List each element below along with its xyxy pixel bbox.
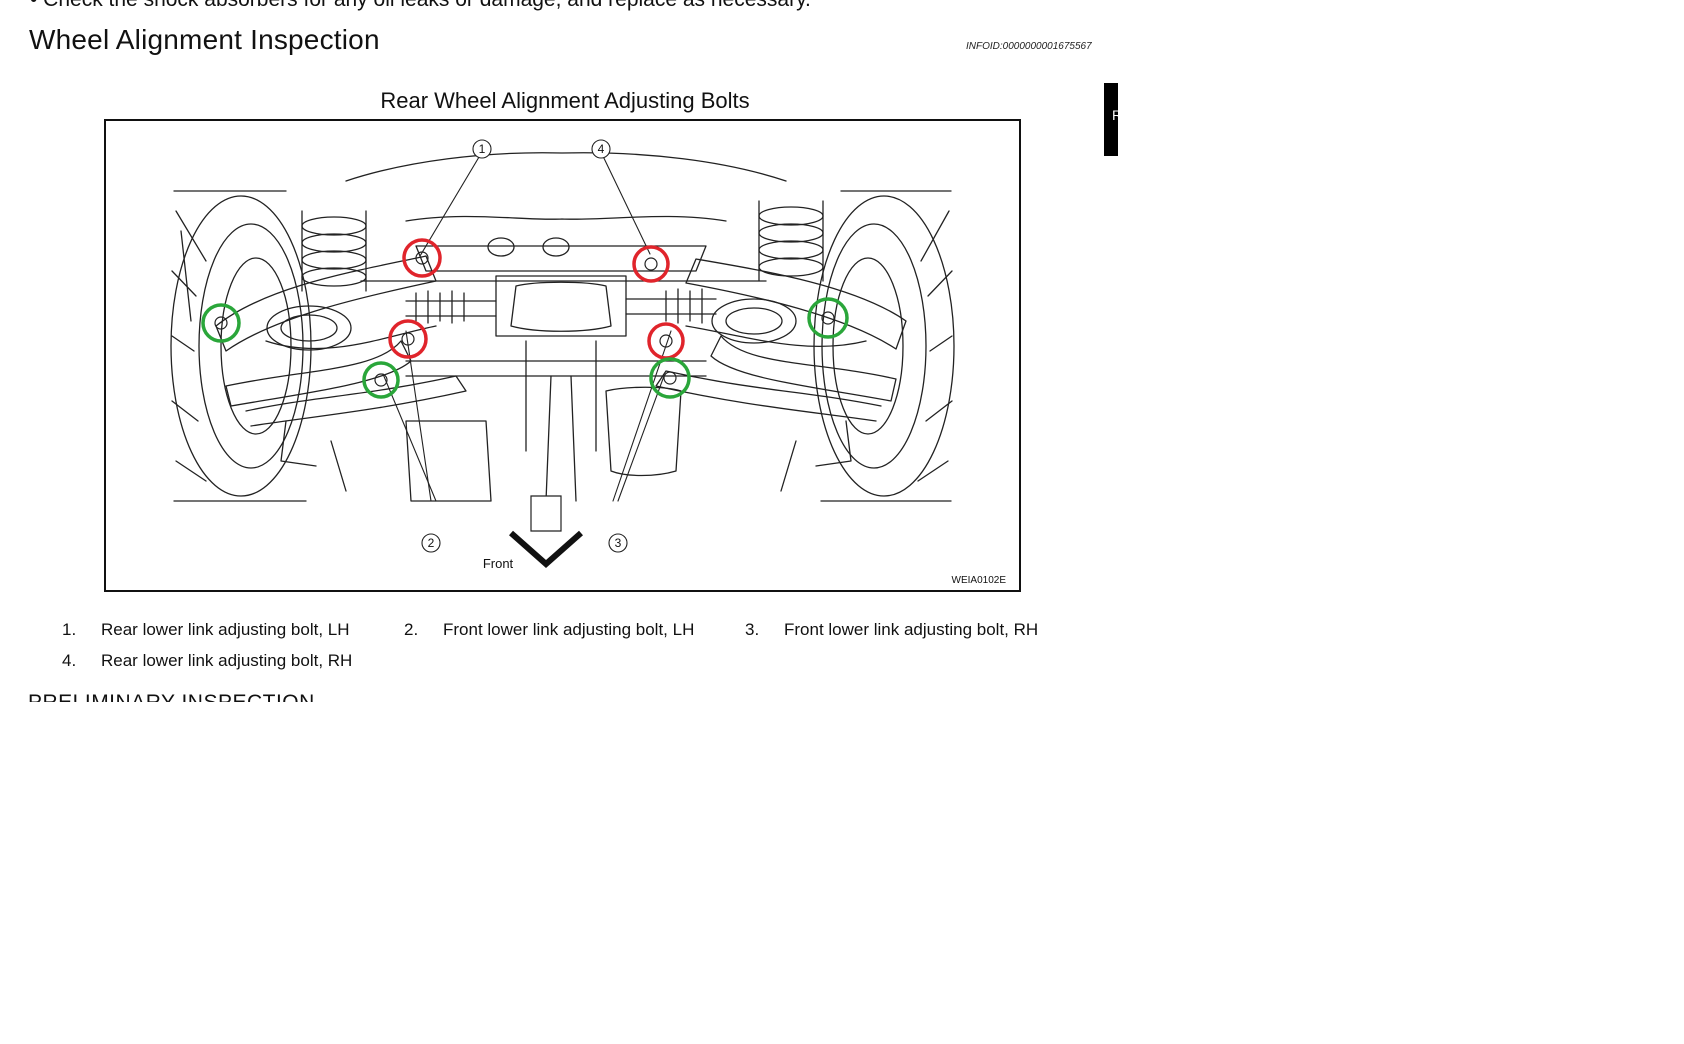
crossmember-drawing <box>345 152 787 282</box>
legend-text: Front lower link adjusting bolt, RH <box>784 620 1039 639</box>
lower-links <box>225 335 897 427</box>
info-id: INFOID:0000000001675567 <box>966 41 1092 52</box>
green-bolt-circle-2 <box>807 297 849 339</box>
callout-1: 1 <box>479 142 486 156</box>
legend-number: 1. <box>62 620 77 639</box>
left-wheel-drawing <box>170 190 312 502</box>
right-coil-spring <box>758 200 824 282</box>
green-bolt-circle-1 <box>201 303 241 343</box>
bolt-heads <box>214 251 835 387</box>
bolt-highlights <box>201 238 849 399</box>
red-bolt-circle-1 <box>402 238 442 278</box>
right-wheel-drawing <box>813 190 955 502</box>
left-coil-spring <box>301 210 367 292</box>
figure-frame: 1 4 2 3 Front WEIA0102E <box>104 119 1021 592</box>
side-tab-letter: R <box>1112 107 1123 123</box>
side-index-tab: R <box>1104 83 1122 156</box>
legend-number: 4. <box>62 651 77 670</box>
next-section-heading-cut: PRELIMINARY INSPECTION <box>28 691 358 702</box>
red-bolt-circle-2 <box>632 245 670 283</box>
red-bolt-circle-3 <box>388 319 428 359</box>
suspension-diagram: 1 4 2 3 Front WEIA0102E <box>170 139 1007 586</box>
lower-body-drawing <box>280 340 852 502</box>
callout-3: 3 <box>615 536 622 550</box>
next-section-heading-text: PRELIMINARY INSPECTION <box>28 691 315 702</box>
differential-drawing <box>405 275 717 337</box>
green-bolt-circle-3 <box>362 361 400 399</box>
callout-markers: 1 4 2 3 <box>421 139 628 553</box>
figure-title: Rear Wheel Alignment Adjusting Bolts <box>380 88 750 113</box>
red-bolt-circle-4 <box>647 322 685 360</box>
legend-number: 2. <box>404 620 419 639</box>
upper-arm-left <box>215 255 437 352</box>
front-arrow-icon <box>509 495 583 569</box>
legend-text: Rear lower link adjusting bolt, RH <box>101 651 353 670</box>
callout-leaders <box>382 151 672 502</box>
upper-arm-right <box>685 258 907 350</box>
callout-4: 4 <box>598 142 605 156</box>
figure-code: WEIA0102E <box>952 575 1007 586</box>
legend-text: Rear lower link adjusting bolt, LH <box>101 620 350 639</box>
legend-text: Front lower link adjusting bolt, LH <box>443 620 695 639</box>
previous-bullet-text: • Check the shock absorbers for any oil … <box>30 0 811 12</box>
callout-2: 2 <box>428 536 435 550</box>
legend-number: 3. <box>745 620 760 639</box>
green-bolt-circle-4 <box>649 357 691 399</box>
section-title: Wheel Alignment Inspection <box>29 24 380 55</box>
front-label: Front <box>483 556 514 571</box>
